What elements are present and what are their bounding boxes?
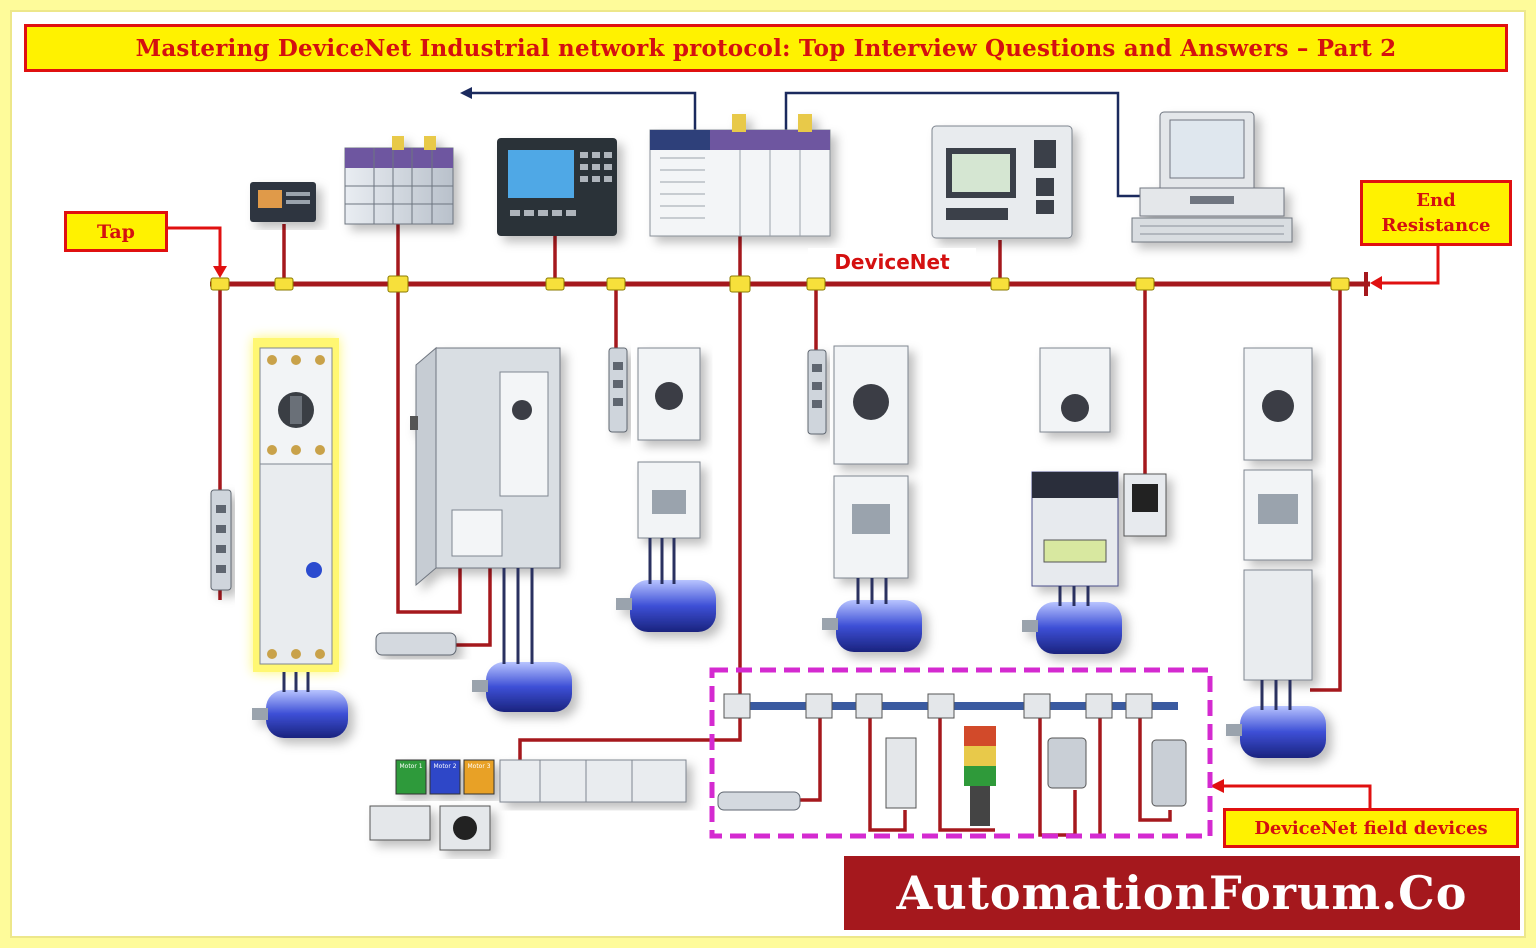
motor-starter-6 <box>1031 347 1167 587</box>
motor-cables <box>282 538 1292 710</box>
selector-switches <box>369 805 491 851</box>
devicenet-trunk <box>210 272 1370 296</box>
end-resistance-label-line1: End <box>1416 190 1456 211</box>
proximity-sensor-field <box>717 791 801 811</box>
motor-6 <box>1022 602 1122 654</box>
pilot-light-label: Motor 1 <box>399 763 422 770</box>
motor-2 <box>472 662 572 712</box>
drop-lines <box>218 224 1342 837</box>
inline-tap-module-left <box>210 489 232 591</box>
proximity-sensor-left <box>375 632 457 656</box>
limit-switch <box>885 737 917 809</box>
motors <box>252 580 1326 758</box>
callout-arrowheads <box>213 266 1382 793</box>
plc-module-rack <box>344 136 454 225</box>
pilot-light-label: Motor 2 <box>433 763 456 770</box>
photo-sensor <box>1047 737 1087 789</box>
motor-starter-3 <box>637 347 701 539</box>
motor-starter-7 <box>1243 347 1313 681</box>
end-resistance-label-line2: Resistance <box>1381 215 1491 236</box>
soft-starter <box>253 338 339 672</box>
devicenet-bus-label: DeviceNet <box>808 248 976 276</box>
operator-terminal <box>931 125 1073 239</box>
drive-cabinet <box>410 346 561 587</box>
diagram-title: Mastering DeviceNet Industrial network p… <box>24 24 1508 72</box>
brand-banner: AutomationForum.Co <box>844 856 1520 930</box>
operator-display <box>250 182 316 222</box>
hmi-panel <box>497 138 617 236</box>
tap-callout-label: Tap <box>97 220 135 243</box>
distributed-io-block <box>499 759 687 803</box>
inline-tap-module-3 <box>608 347 628 433</box>
motor-starter-5 <box>833 345 909 579</box>
computer-workstation <box>1131 111 1293 243</box>
tap-callout: Tap <box>64 211 168 252</box>
plc-controller <box>649 114 831 237</box>
field-devices-group <box>709 667 1213 839</box>
inline-tap-module-5 <box>807 349 827 435</box>
callout-arrows <box>168 226 1440 808</box>
stack-light <box>964 726 996 826</box>
motor-1 <box>252 690 348 738</box>
end-resistance-callout: End Resistance <box>1360 180 1512 246</box>
motor-3 <box>616 580 716 632</box>
control-network-links <box>460 87 1140 198</box>
motor-7 <box>1226 706 1326 758</box>
field-devices-callout-label: DeviceNet field devices <box>1254 817 1488 839</box>
pilot-light-label: Motor 3 <box>467 763 490 770</box>
tap-connectors <box>210 275 1350 293</box>
pilot-lights <box>395 759 495 795</box>
motor-5 <box>822 600 922 652</box>
capacitive-sensor <box>1151 739 1187 807</box>
field-devices-callout: DeviceNet field devices <box>1223 808 1519 848</box>
